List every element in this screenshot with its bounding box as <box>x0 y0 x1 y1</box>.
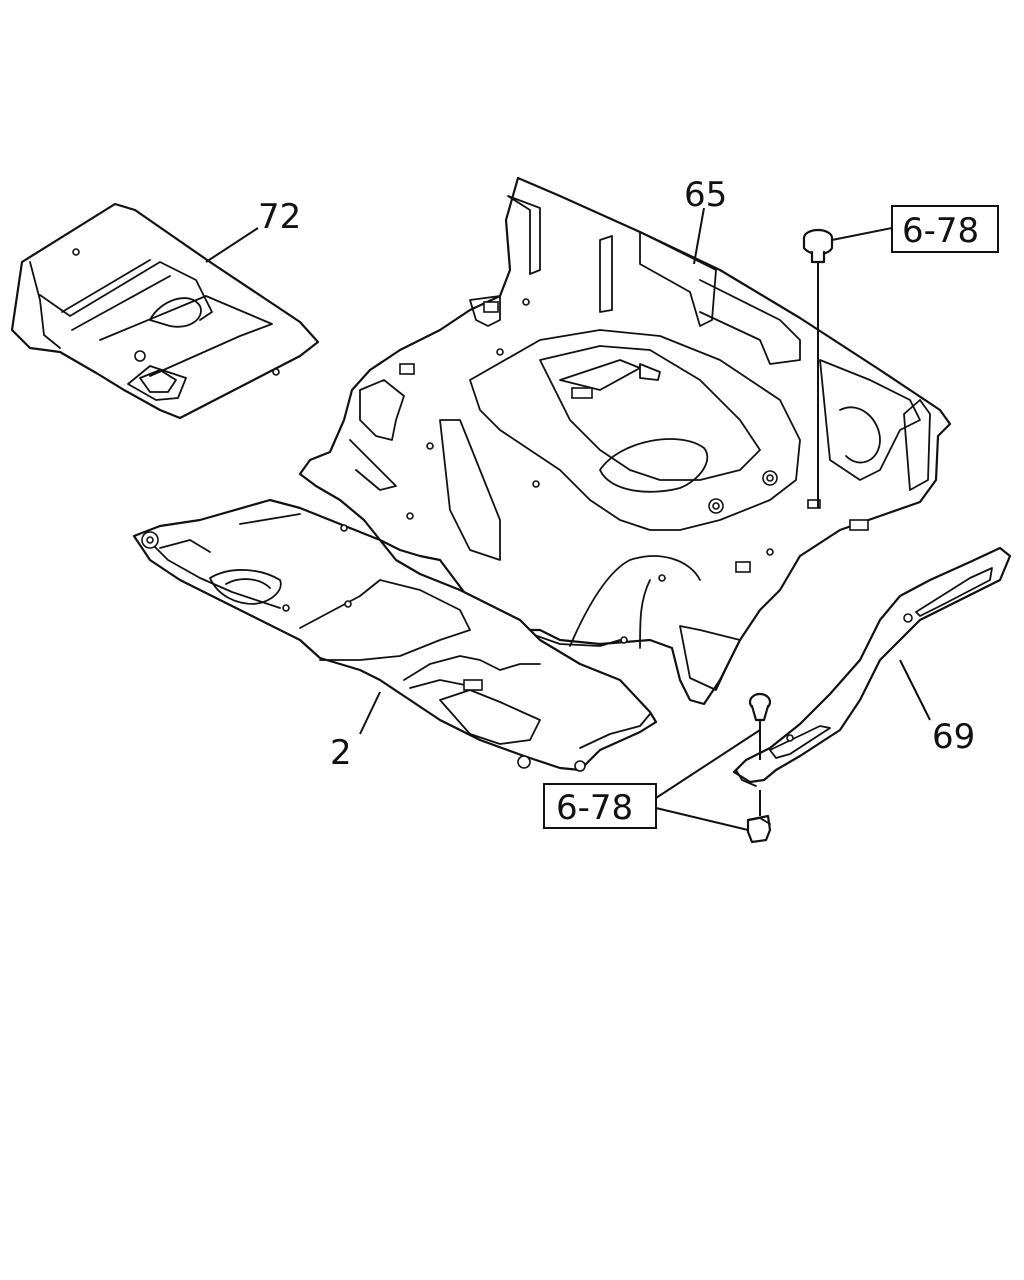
screw-lower <box>748 692 772 760</box>
part-69-sill-plate <box>732 546 1012 787</box>
ref-label-bottom: 6-78 <box>556 788 633 828</box>
ref-box-bottom: 6-78 <box>543 783 657 829</box>
callout-65: 65 <box>684 175 727 215</box>
part-2-front-floor-mat <box>132 498 658 772</box>
callout-69: 69 <box>932 717 975 757</box>
clip-top <box>802 228 834 508</box>
clip-nut-lower <box>746 790 772 844</box>
leader-lines <box>205 207 931 831</box>
ref-label-top: 6-78 <box>902 211 979 251</box>
callout-72: 72 <box>258 197 301 237</box>
ref-box-top: 6-78 <box>891 205 999 253</box>
part-65-rear-floor-mat <box>298 176 952 706</box>
callout-2: 2 <box>330 733 352 773</box>
part-72-front-mat <box>10 202 320 420</box>
